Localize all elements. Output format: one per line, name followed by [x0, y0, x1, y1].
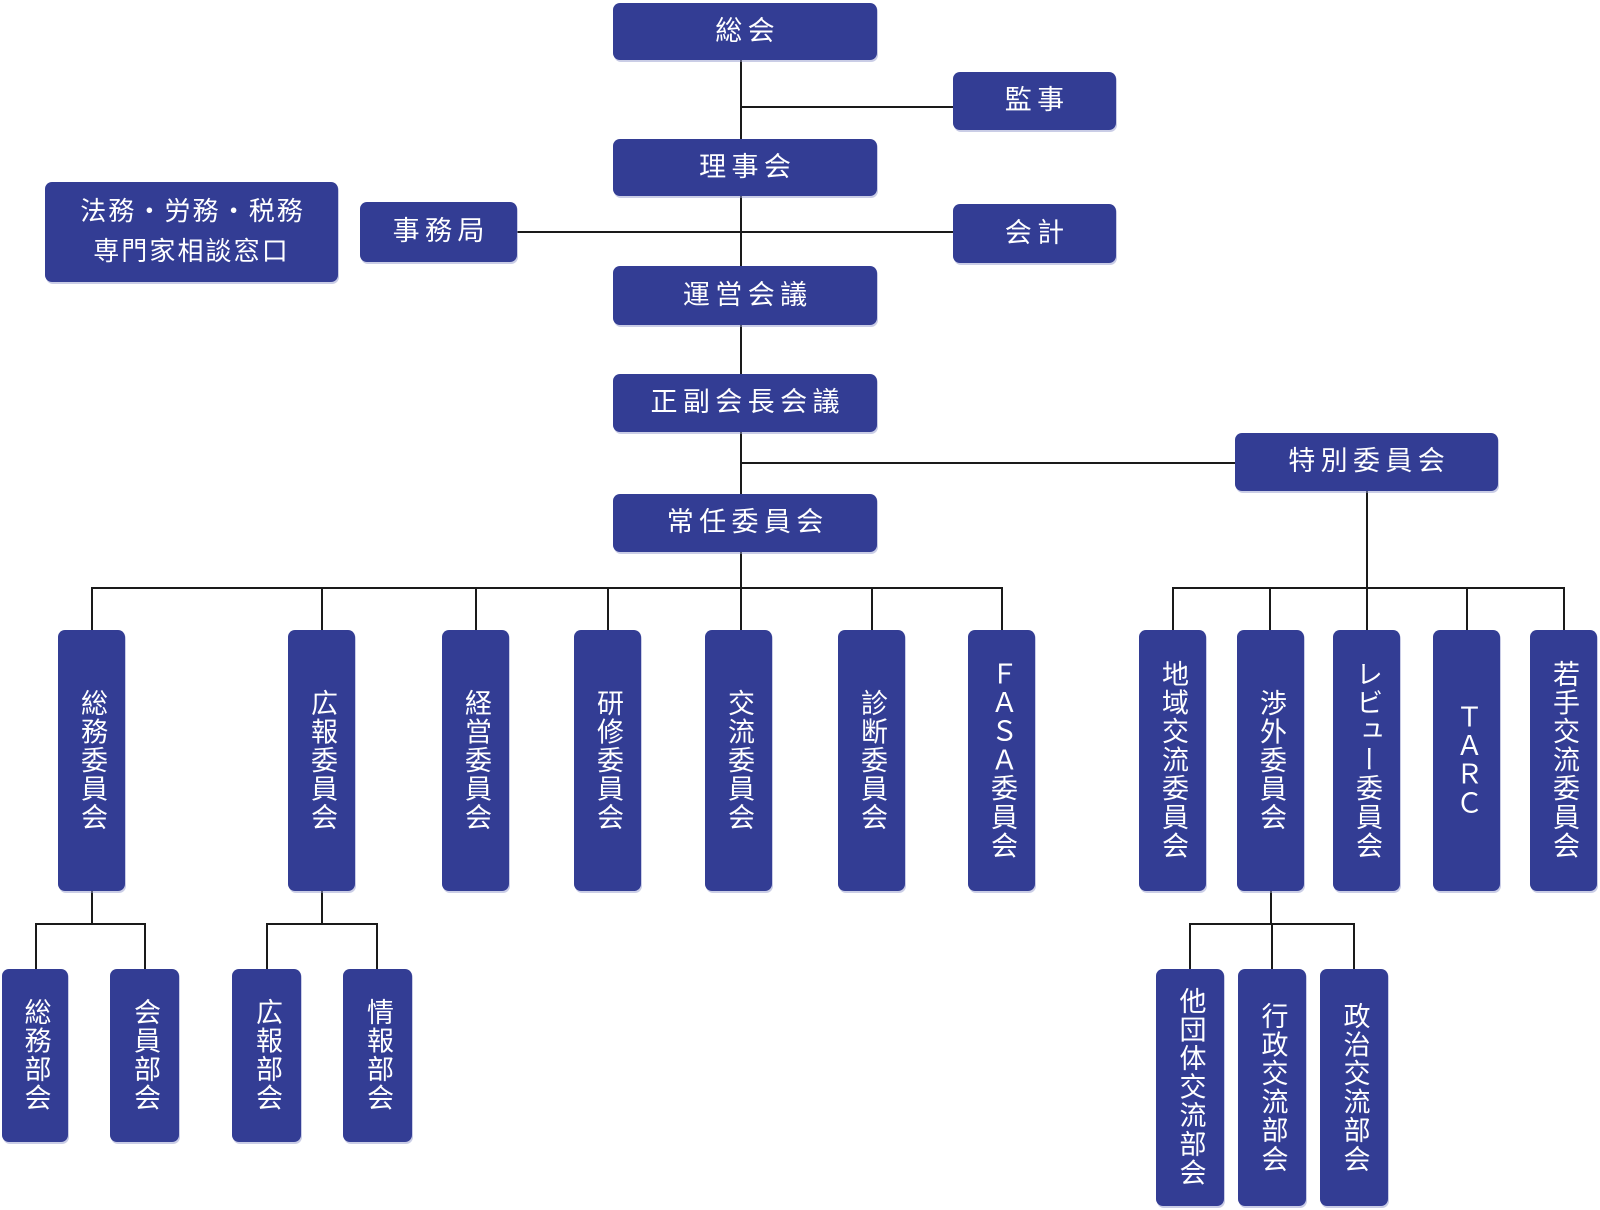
node-fasa-iinkai: ＦＡＳＡ委員会: [968, 630, 1035, 891]
node-soumu-iinkai: 総務委員会: [58, 630, 125, 891]
connector-line: [1172, 587, 1174, 630]
connector-line: [741, 462, 1236, 464]
connector-line: [1172, 587, 1564, 589]
connector-line: [1366, 587, 1368, 630]
connector-line: [1269, 587, 1271, 630]
connector-line: [321, 587, 323, 630]
connector-line: [475, 587, 477, 630]
node-kaikei: 会計: [953, 204, 1116, 263]
node-tokubetsu-iinkai: 特別委員会: [1235, 433, 1498, 491]
node-unei-kaigi: 運営会議: [613, 266, 877, 325]
connector-line: [740, 552, 742, 588]
node-kouhou-bukai: 広報部会: [232, 969, 301, 1142]
connector-line: [607, 587, 609, 630]
connector-line: [740, 60, 742, 139]
node-tarc: ＴＡＲＣ: [1433, 630, 1500, 891]
connector-line: [1366, 491, 1368, 587]
connector-line: [740, 587, 742, 630]
node-shougai-iinkai: 渉外委員会: [1237, 630, 1304, 891]
connector-line: [91, 587, 1002, 589]
connector-line: [1189, 923, 1191, 969]
node-seifuku-kaigi: 正副会長会議: [613, 374, 877, 432]
connector-line: [741, 106, 954, 108]
connector-line: [321, 891, 323, 923]
node-kouryuu-iinkai: 交流委員会: [705, 630, 772, 891]
connector-line: [35, 923, 146, 925]
node-kouhou-iinkai: 広報委員会: [288, 630, 355, 891]
node-jouhou-bukai: 情報部会: [343, 969, 412, 1142]
node-jounin-iinkai: 常任委員会: [613, 494, 877, 552]
node-review-iinkai: レビュー委員会: [1333, 630, 1400, 891]
node-keiei-iinkai: 経営委員会: [442, 630, 509, 891]
connector-line: [1466, 587, 1468, 630]
node-seiji-bukai: 政治交流部会: [1320, 969, 1388, 1206]
node-soumu-bukai: 総務部会: [2, 969, 68, 1142]
connector-line: [1001, 587, 1003, 630]
connector-line: [266, 923, 378, 925]
node-houmu-soudan: 法務・労務・税務 専門家相談窓口: [45, 182, 338, 282]
connector-line: [91, 587, 93, 630]
node-tadantai-bukai: 他団体交流部会: [1156, 969, 1224, 1206]
connector-line: [1353, 923, 1355, 969]
connector-line: [376, 923, 378, 969]
connector-line: [740, 325, 742, 374]
node-jimukyoku: 事務局: [360, 202, 517, 262]
connector-line: [871, 587, 873, 630]
node-gyousei-bukai: 行政交流部会: [1238, 969, 1306, 1206]
node-wakate-kouryuu: 若手交流委員会: [1530, 630, 1597, 891]
node-chiiki-kouryuu: 地域交流委員会: [1139, 630, 1206, 891]
node-shindan-iinkai: 診断委員会: [838, 630, 905, 891]
connector-line: [266, 923, 268, 969]
connector-line: [1270, 891, 1272, 923]
node-kaiin-bukai: 会員部会: [110, 969, 179, 1142]
connector-line: [91, 891, 93, 923]
node-kenshuu-iinkai: 研修委員会: [574, 630, 641, 891]
connector-line: [1563, 587, 1565, 630]
node-kanji: 監事: [953, 72, 1116, 130]
connector-line: [1271, 923, 1273, 969]
node-rijikai: 理事会: [613, 139, 877, 196]
connector-line: [144, 923, 146, 969]
connector-line: [35, 923, 37, 969]
connector-line: [517, 231, 954, 233]
node-soukai: 総会: [613, 3, 877, 60]
